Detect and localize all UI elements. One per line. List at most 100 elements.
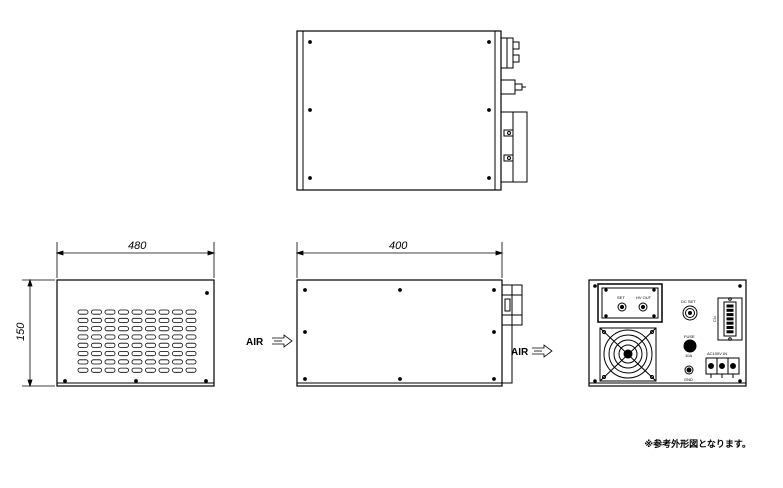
front-view-body xyxy=(56,279,215,387)
vent-slot xyxy=(145,309,156,315)
label-ac-input: AC100V IN xyxy=(707,351,727,356)
vent-slot xyxy=(158,359,170,365)
dc-set-knob-icon xyxy=(682,305,698,321)
connector-pin xyxy=(726,313,734,317)
dimension-depth-label: 400 xyxy=(389,240,408,252)
vent-slot xyxy=(185,334,197,340)
vent-slot xyxy=(185,342,197,348)
vent-slot xyxy=(185,326,197,332)
vent-slot xyxy=(91,359,102,365)
connector-pin xyxy=(726,321,734,325)
rear-view-body xyxy=(588,279,747,387)
vent-slot xyxy=(172,309,183,315)
dimension-width-label: 480 xyxy=(128,240,147,252)
dimension-width xyxy=(55,242,216,278)
vent-slot xyxy=(131,342,143,348)
vent-slot xyxy=(118,309,129,315)
vent-slot xyxy=(172,351,183,357)
vent-slot xyxy=(118,359,129,365)
vent-slot xyxy=(131,359,143,365)
vent-slot xyxy=(131,326,143,332)
hv-out-terminal-icon xyxy=(638,302,648,312)
vent-slot xyxy=(185,351,197,357)
top-view-knob xyxy=(500,79,516,95)
dimension-depth xyxy=(295,242,504,278)
vent-slot xyxy=(131,367,143,373)
side-view xyxy=(296,279,523,387)
label-fuse-rating: 10A xyxy=(685,353,692,358)
vent-slot xyxy=(77,351,89,357)
vent-slots xyxy=(77,309,197,373)
side-view-fan-guard xyxy=(501,324,513,384)
vent-slot xyxy=(172,334,183,340)
label-fuse: FUSE xyxy=(684,334,695,339)
vent-slot xyxy=(104,309,116,315)
vent-slot xyxy=(158,317,170,323)
vent-slot xyxy=(185,359,197,365)
label-set: SET xyxy=(617,295,625,300)
fuse-holder-icon xyxy=(683,339,697,353)
air-outlet-arrow-icon xyxy=(532,344,553,358)
vent-slot xyxy=(104,351,116,357)
hv-output-plate xyxy=(597,283,663,323)
side-view-body xyxy=(296,279,503,387)
vent-slot xyxy=(91,309,102,315)
vent-slot xyxy=(91,367,102,373)
vent-slot xyxy=(185,367,197,373)
set-terminal-icon xyxy=(617,302,627,312)
vent-slot xyxy=(145,367,156,373)
vent-slot xyxy=(172,367,183,373)
dimension-height xyxy=(22,278,55,388)
vent-slot xyxy=(77,309,89,315)
vent-slot xyxy=(77,334,89,340)
vent-slot xyxy=(91,342,102,348)
vent-slot xyxy=(185,309,197,315)
vent-slot xyxy=(145,326,156,332)
vent-slot xyxy=(185,317,197,323)
top-view xyxy=(296,30,528,191)
label-gnd: GND xyxy=(684,377,693,382)
vent-slot xyxy=(158,367,170,373)
vent-slot xyxy=(118,351,129,357)
connector-pin xyxy=(726,304,734,308)
vent-slot xyxy=(118,334,129,340)
vent-slot xyxy=(91,334,102,340)
label-hv-out: HV OUT xyxy=(636,295,652,300)
vent-slot xyxy=(118,317,129,323)
vent-slot xyxy=(158,342,170,348)
connector-pin xyxy=(726,330,734,334)
vent-slot xyxy=(118,326,129,332)
vent-slot xyxy=(131,309,143,315)
vent-slot xyxy=(118,342,129,348)
vent-slot xyxy=(131,334,143,340)
vent-slot xyxy=(145,334,156,340)
connector-pin xyxy=(726,326,734,329)
vent-slot xyxy=(172,359,183,365)
air-inlet-arrow-icon xyxy=(272,334,293,348)
vent-slot xyxy=(104,326,116,332)
vent-slot xyxy=(77,317,89,323)
vent-slot xyxy=(91,351,102,357)
vent-slot xyxy=(158,334,170,340)
top-view-body xyxy=(296,30,502,191)
vent-slot xyxy=(104,359,116,365)
vent-slot xyxy=(145,359,156,365)
fan-guard xyxy=(599,327,657,382)
vent-slot xyxy=(118,367,129,373)
dimension-height-label: 150 xyxy=(15,322,27,341)
rear-view xyxy=(588,279,747,387)
vent-slot xyxy=(172,317,183,323)
air-outlet-label: AIR xyxy=(511,347,529,358)
vent-slot xyxy=(145,351,156,357)
label-connector: CN xyxy=(712,316,717,322)
vent-slot xyxy=(158,309,170,315)
footnote: ※参考外形図となります。 xyxy=(644,438,751,449)
vent-slot xyxy=(145,342,156,348)
air-inlet-label: AIR xyxy=(246,337,264,348)
vent-slot xyxy=(77,326,89,332)
front-view xyxy=(56,279,215,387)
vent-slot xyxy=(77,342,89,348)
gnd-terminal-icon xyxy=(684,365,694,375)
connector-pin xyxy=(726,317,734,321)
